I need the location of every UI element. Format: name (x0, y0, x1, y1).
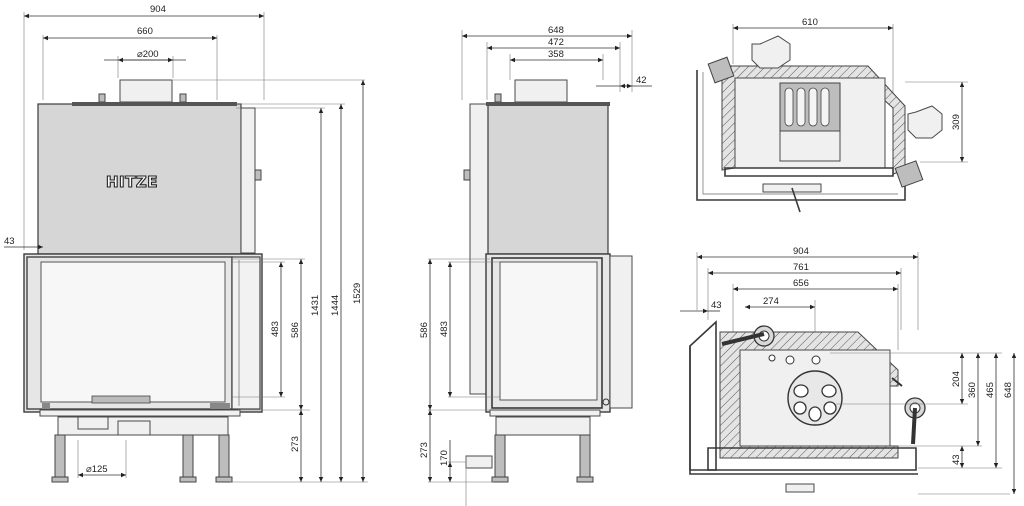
height-1431-label: 1431 (310, 295, 321, 316)
foot-left (51, 476, 69, 483)
top-baffle (779, 130, 841, 162)
side-glass-483-label: 483 (439, 321, 450, 337)
side-legs-frame (495, 416, 591, 436)
bottom-offset-43-label: 43 (711, 300, 722, 311)
bottom-flue-274-label: 274 (763, 296, 779, 307)
bottom-front-glass (707, 447, 917, 471)
bottom-width-656-label: 656 (793, 278, 809, 289)
opening-height-586-label: 586 (290, 322, 301, 338)
top-grate-slots (784, 87, 830, 127)
side-base-plate (489, 409, 601, 417)
air-inlet (117, 420, 151, 436)
front-offset-43-label: 43 (4, 236, 15, 247)
side-door (491, 257, 603, 409)
top-front-rail (724, 167, 894, 177)
bottom-depth-204-label: 204 (951, 371, 962, 387)
ash-grate (91, 395, 151, 404)
height-1444-label: 1444 (330, 295, 341, 316)
foot-mid (179, 476, 197, 483)
side-leg-front (579, 434, 591, 478)
side-opening-586-label: 586 (419, 322, 430, 338)
side-view: 648 472 358 42 (419, 25, 652, 506)
side-hood (487, 103, 609, 255)
side-clip (463, 169, 471, 181)
brand-logo: HITZE (106, 173, 158, 191)
bottom-depth-465-label: 465 (985, 382, 996, 398)
side-rear-panel (469, 103, 489, 395)
door-glass (40, 261, 226, 403)
leg-front-mid (182, 434, 194, 478)
side-glass-panel (231, 256, 261, 410)
top-section: 610 309 (696, 17, 968, 213)
collar-offset-label: 42 (636, 75, 647, 86)
side-depth-472-label: 472 (548, 37, 564, 48)
leg-front-right (218, 434, 230, 478)
front-side-panel (240, 107, 256, 254)
front-hood-top-edge (72, 102, 237, 106)
bottom-front-43-label: 43 (951, 454, 962, 465)
side-leg-rear (494, 434, 506, 478)
flue-diameter-label: ⌀200 (137, 49, 159, 60)
bottom-width-761-label: 761 (793, 262, 809, 273)
top-outer-casing (696, 70, 906, 201)
side-air-inlet (465, 455, 493, 469)
side-front-panel (609, 255, 633, 409)
side-leg-273-label: 273 (419, 442, 430, 458)
air-inlet-diameter-label: ⌀125 (86, 464, 108, 475)
side-bolt (494, 93, 502, 103)
base-plate (39, 409, 241, 417)
top-depth-309-label: 309 (951, 114, 962, 130)
top-handle-lever (791, 187, 801, 213)
top-width-610-label: 610 (802, 17, 818, 28)
height-1529-label: 1529 (352, 283, 363, 304)
bottom-section: 904 761 656 274 43 (680, 246, 1017, 495)
side-air-170-label: 170 (439, 450, 450, 466)
top-hinge-right (894, 160, 924, 188)
leg-height-273-label: 273 (290, 436, 301, 452)
door-foot-right (210, 403, 230, 409)
side-door-glass (499, 261, 598, 401)
bottom-handle (785, 483, 815, 493)
top-flue-octagon-left (751, 35, 791, 69)
top-hinge-left (707, 56, 735, 84)
foot-right (215, 476, 233, 483)
front-width-904-label: 904 (150, 4, 166, 15)
top-bolt-left (98, 93, 106, 103)
front-view: 904 660 ⌀200 HITZE 43 (4, 4, 368, 483)
bottom-depth-648-label: 648 (1003, 382, 1014, 398)
front-side-clip (254, 169, 262, 181)
side-depth-648-label: 648 (548, 25, 564, 36)
bottom-depth-360-label: 360 (967, 382, 978, 398)
leg-front-left (54, 434, 66, 478)
front-hood (37, 103, 242, 255)
glass-height-483-label: 483 (270, 321, 281, 337)
flue-collar (119, 79, 173, 103)
side-flue-collar (514, 79, 568, 103)
front-width-660-label: 660 (137, 26, 153, 37)
air-box (77, 416, 109, 430)
door-foot-left (42, 403, 50, 409)
side-depth-358-label: 358 (548, 49, 564, 60)
top-bolt-right (179, 93, 187, 103)
bottom-width-904-label: 904 (793, 246, 809, 257)
top-flue-octagon-right (907, 105, 943, 139)
